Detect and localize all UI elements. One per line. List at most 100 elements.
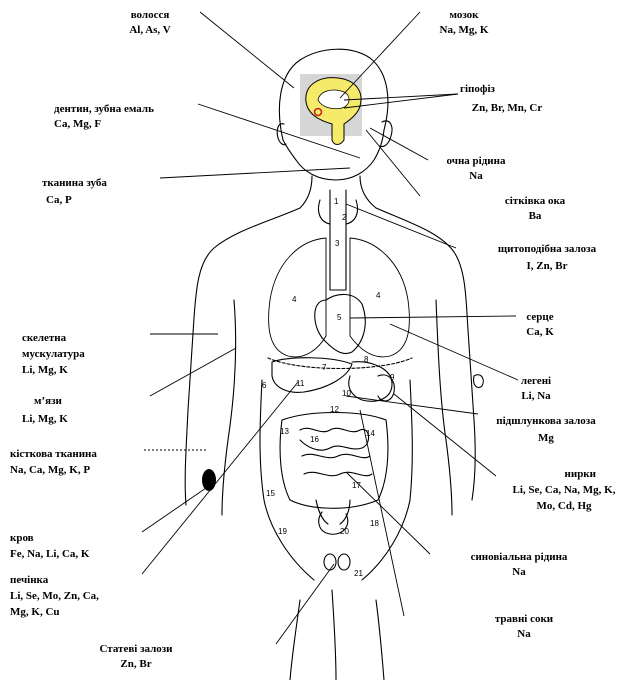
- gonad-right: [337, 553, 351, 571]
- label-hair: волосся Al, As, V: [110, 8, 190, 38]
- label-name: нирки: [564, 468, 596, 480]
- label-name: сітківка ока: [504, 195, 566, 207]
- right-hand-mark: [473, 374, 484, 389]
- label-elements: Ca, Mg, F: [54, 118, 102, 130]
- organ-numbers: 1 2 3 4 4 5 6 7 8 9 10 11 12 13 14 15 16…: [262, 197, 395, 578]
- left-ear-outline: [276, 123, 287, 146]
- kidney-left: [377, 374, 395, 402]
- thyroid-lobes: [317, 199, 359, 225]
- organ-number: 11: [296, 379, 305, 388]
- label-elements: Li, Mg, K: [22, 364, 68, 376]
- label-name: щитоподібна залоза: [497, 243, 597, 255]
- label-name: легені: [520, 375, 552, 387]
- label-kidneys: нирки Li, Se, Ca, Na, Mg, K, Mo, Cd, Hg: [494, 466, 634, 514]
- torso-right: [375, 207, 476, 501]
- label-name: травні соки: [494, 613, 554, 625]
- label-blood: кров Fe, Na, Li, Ca, K: [10, 530, 89, 562]
- leader-heart: [349, 315, 517, 319]
- organ-number: 19: [278, 527, 287, 536]
- left-lung: [268, 237, 327, 358]
- leader-retina: [365, 129, 421, 197]
- organ-number: 14: [366, 429, 375, 438]
- leader-hair: [199, 11, 295, 89]
- organ-number: 8: [364, 355, 369, 364]
- label-elements: Li, Mg, K: [22, 413, 68, 425]
- label-elements: Fe, Na, Li, Ca, K: [10, 548, 90, 560]
- label-name: тканина зуба: [42, 177, 107, 189]
- label-name: серце: [526, 311, 554, 323]
- organ-number: 17: [352, 481, 361, 490]
- label-retina: сітківка ока Ba: [490, 194, 580, 224]
- organ-number: 6: [262, 381, 267, 390]
- leader-brain: [339, 11, 421, 99]
- label-name: Статеві залози: [99, 643, 173, 655]
- organ-number: 21: [354, 569, 363, 578]
- label-name: м’язи: [34, 395, 62, 407]
- label-muscles: м’язи Li, Mg, K: [22, 392, 68, 428]
- leader-synovial: [345, 471, 431, 555]
- neck-right: [359, 175, 377, 209]
- label-skeletal-muscle: скелетна мускулатура Li, Mg, K: [22, 330, 85, 378]
- label-elements: Zn, Br: [120, 658, 152, 670]
- gonad-left: [323, 553, 337, 571]
- label-dentin: дентин, зубна емаль Ca, Mg, F: [54, 102, 154, 132]
- leader-pituitary-2: [343, 93, 459, 101]
- label-heart: серце Ca, K: [510, 310, 570, 340]
- brain-inner: [317, 89, 350, 110]
- diaphragm: [267, 357, 413, 369]
- right-inner-arm: [435, 299, 453, 516]
- organ-number: 20: [340, 527, 349, 536]
- label-name: підшлункова залоза: [496, 415, 596, 427]
- label-elements: Na, Ca, Mg, K, P: [10, 464, 91, 476]
- organ-number: 10: [342, 389, 351, 398]
- waist-right: [361, 379, 413, 581]
- neck-left: [299, 175, 313, 209]
- label-elements: Zn, Br, Mn, Cr: [471, 102, 543, 114]
- organ-number: 15: [266, 489, 275, 498]
- label-name-line2: мускулатура: [22, 348, 85, 360]
- label-name: дентин, зубна емаль: [54, 103, 154, 115]
- stomach-shape: [348, 361, 393, 402]
- label-elements: Ca, K: [526, 326, 554, 338]
- liver-shape: [271, 357, 353, 393]
- label-elements-line2: Mg, K, Cu: [10, 606, 60, 618]
- organ-number: 2: [342, 213, 347, 222]
- leader-tooth: [159, 167, 351, 179]
- organ-number: 4: [376, 291, 381, 300]
- label-elements: Na: [517, 628, 531, 640]
- label-elements: Ca, P: [46, 194, 72, 206]
- organ-number: 4: [292, 295, 297, 304]
- ear-outline: [379, 120, 393, 148]
- label-name: мозок: [449, 9, 479, 21]
- large-intestine: [279, 412, 389, 509]
- label-name-line1: скелетна: [22, 332, 67, 344]
- label-elements-line1: Li, Se, Ca, Na, Mg, K,: [512, 484, 616, 496]
- leader-digestive: [359, 409, 405, 617]
- right-lung: [349, 237, 410, 358]
- label-name: синовіальна рідина: [470, 551, 568, 563]
- leader-eye-fluid: [369, 127, 429, 161]
- label-liver: печінка Li, Se, Mo, Zn, Ca, Mg, K, Cu: [10, 572, 99, 620]
- pituitary-marker: [313, 107, 323, 117]
- organ-number: 3: [335, 239, 340, 248]
- label-elements: Na: [469, 170, 483, 182]
- label-name: волосся: [130, 9, 170, 21]
- blood-marker: [202, 469, 216, 491]
- small-intestine-1: [299, 427, 370, 451]
- leader-kidneys: [393, 393, 497, 477]
- trachea: [329, 189, 347, 291]
- label-pancreas: підшлункова залоза Mg: [484, 414, 608, 446]
- small-intestine-2: [301, 453, 371, 459]
- torso-left: [184, 207, 301, 506]
- inner-legs: [331, 589, 337, 680]
- label-brain: мозок Na, Mg, K: [424, 8, 504, 38]
- organ-number: 9: [390, 373, 395, 382]
- organ-number: 7: [322, 363, 327, 372]
- label-name: очна рідина: [446, 155, 506, 167]
- label-elements: Li, Na: [521, 390, 551, 402]
- leader-thyroid: [345, 203, 457, 249]
- leader-dentin: [197, 103, 361, 159]
- label-tooth-tissue: тканина зуба Ca, P: [42, 176, 107, 208]
- leader-liver: [141, 381, 299, 575]
